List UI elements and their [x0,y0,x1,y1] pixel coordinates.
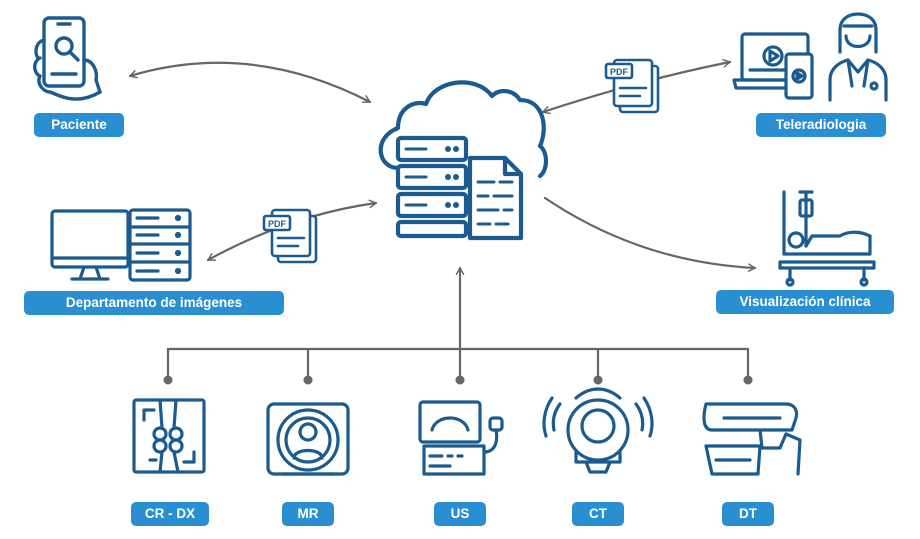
pdf-badge: PDF [610,67,629,77]
modality-label: CR - DX [144,506,196,521]
cloud-server-icon [378,80,549,241]
pdf-badge: PDF [268,219,287,229]
mri-scanner-icon [266,402,350,476]
dental-tomography-icon [702,402,802,476]
modalities-bus [166,347,750,380]
laptop-video-icon [732,32,814,100]
modality-label: DT [739,506,757,521]
xray-plate-icon [132,398,206,474]
ct-scanner-icon [542,387,654,474]
hospital-bed-icon [778,190,876,287]
arrow-cloud-clinical [543,196,757,272]
monitor-icon [50,209,130,281]
label-clinical-viewing: Visualización clínica [739,294,871,309]
pdf-document-icon [604,58,660,114]
label-imaging-department: Departamento de imágenes [65,295,243,310]
smartphone-hand-icon [33,16,102,101]
label-teleradiology: Teleradiologia [775,117,867,132]
bus-dots [163,375,753,385]
pdf-document-icon [262,208,318,264]
modality-label: CT [589,506,607,521]
label-patient: Paciente [51,117,107,132]
modality-label: MR [297,506,319,521]
server-rack-icon [128,208,192,282]
modality-label: US [450,506,470,521]
arrow-patient-cloud [128,61,372,104]
ultrasound-machine-icon [418,400,504,476]
doctor-icon [828,12,888,102]
